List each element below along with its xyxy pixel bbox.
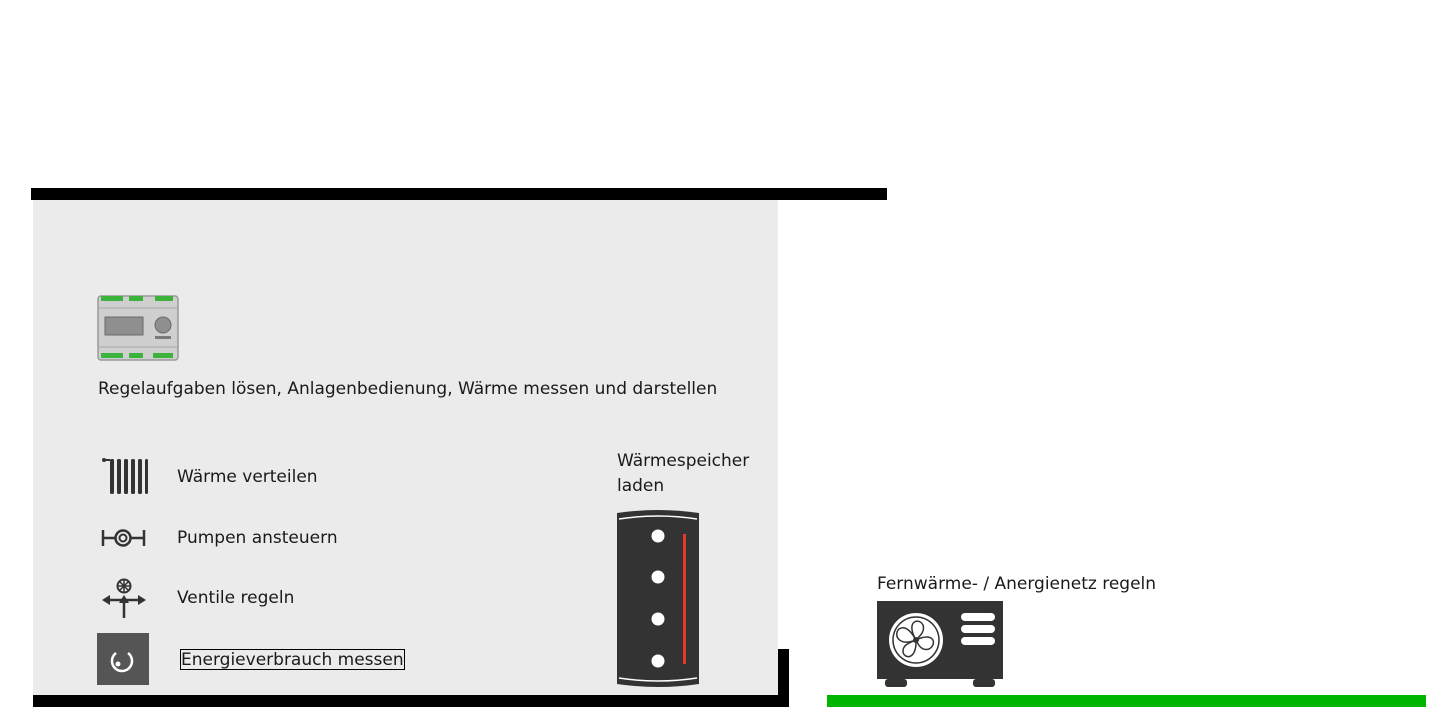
radiator-icon — [102, 458, 148, 494]
network-title: Fernwärme- / Anergienetz regeln — [877, 574, 1157, 594]
heat-pump-unit[interactable] — [877, 601, 1005, 689]
panel-right-post — [778, 649, 789, 707]
function-label-pumps: Pumpen ansteuern — [177, 528, 338, 548]
energy-consumption-button[interactable]: Energieverbrauch messen — [180, 649, 405, 670]
storage-title-line2: laden — [617, 476, 665, 496]
network-line — [827, 695, 1426, 707]
storage-title: Wärmespeicher laden — [617, 449, 749, 499]
controller-icon — [97, 295, 179, 361]
top-pipe-line — [31, 188, 887, 200]
valve-icon — [102, 578, 146, 618]
heat-pump-icon — [877, 601, 1003, 687]
heat-storage-tank[interactable] — [615, 507, 703, 690]
energy-meter-icon — [97, 633, 149, 685]
radiator-item[interactable] — [101, 456, 149, 496]
valve-item[interactable] — [101, 578, 149, 620]
pump-item[interactable] — [101, 527, 149, 549]
energy-meter-item[interactable] — [97, 633, 149, 685]
function-label-heat: Wärme verteilen — [177, 467, 318, 487]
function-label-valves: Ventile regeln — [177, 588, 295, 608]
controller-device[interactable] — [97, 294, 181, 362]
storage-title-line1: Wärmespeicher — [617, 451, 750, 471]
controller-caption: Regelaufgaben lösen, Anlagenbedienung, W… — [98, 379, 718, 399]
pump-icon — [101, 529, 146, 547]
heat-storage-tank-icon — [617, 510, 699, 687]
bottom-pipe-line — [33, 695, 789, 707]
